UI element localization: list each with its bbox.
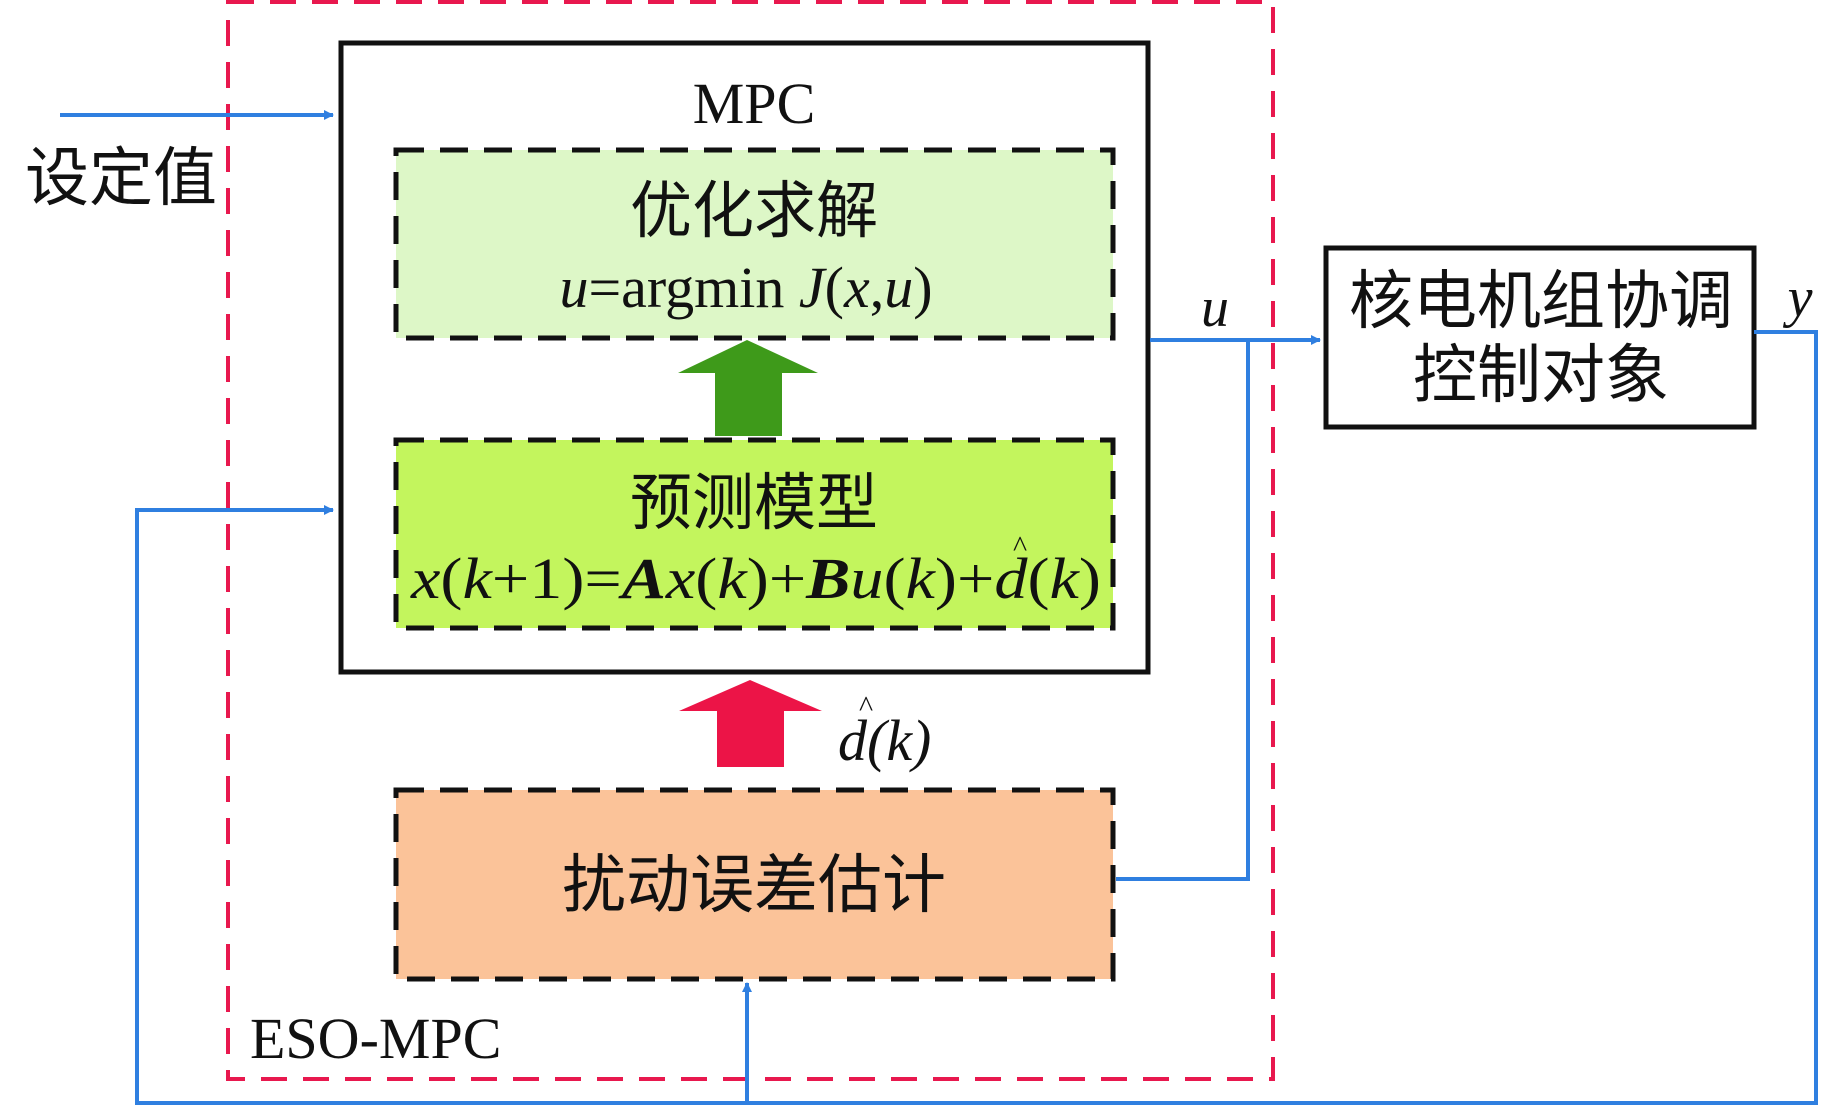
formula-paren: ( xyxy=(825,255,844,320)
formula-x: x xyxy=(410,546,441,611)
u-signal-label: u xyxy=(1201,277,1229,339)
formula-k: k xyxy=(462,546,493,611)
prediction-model-title: 预测模型 xyxy=(630,466,878,539)
formula-comma: , xyxy=(870,255,885,320)
formula-argmin: =argmin xyxy=(588,255,798,320)
formula-paren: ( xyxy=(883,546,905,611)
formula-plus: )+ xyxy=(935,546,994,611)
formula-k: k xyxy=(717,546,748,611)
control-to-estimator-line xyxy=(1116,340,1250,881)
optimization-block[interactable] xyxy=(393,147,1116,341)
formula-d-hat-accent: ^ xyxy=(1013,530,1027,563)
plant-block[interactable] xyxy=(1323,245,1757,430)
formula-paren: ( xyxy=(1027,546,1049,611)
formula-x: x xyxy=(843,255,870,320)
disturbance-estimator-title: 扰动误差估计 xyxy=(562,849,946,923)
formula-k: k xyxy=(1050,546,1081,611)
mpc-label: MPC xyxy=(693,71,816,136)
optimization-title: 优化求解 xyxy=(630,174,878,247)
d-hat-accent: ^ xyxy=(859,690,873,723)
formula-B-matrix: B xyxy=(805,546,850,611)
disturbance-estimator-block[interactable] xyxy=(393,787,1116,982)
formula-d-hat: d xyxy=(994,546,1028,611)
formula-plus-one-equals: +1)= xyxy=(492,546,622,611)
optimization-formula: u=argmin J(x,u) xyxy=(559,255,932,320)
setpoint-label: 设定值 xyxy=(25,142,217,216)
formula-u: u xyxy=(850,546,883,611)
formula-A-matrix: A xyxy=(618,546,666,611)
green-up-arrow-icon xyxy=(678,340,818,436)
formula-x: x xyxy=(665,546,696,611)
formula-paren: ) xyxy=(1079,546,1101,611)
eso-mpc-label: ESO-MPC xyxy=(250,1006,501,1071)
y-signal-label: y xyxy=(1783,267,1813,329)
formula-paren: ( xyxy=(440,546,462,611)
plant-label-line2: 控制对象 xyxy=(1413,339,1669,413)
prediction-model-formula: x(k+1)=Ax(k)+Bu(k)+d(k) xyxy=(410,546,1101,611)
formula-paren: ( xyxy=(695,546,717,611)
prediction-model-block[interactable] xyxy=(393,437,1116,631)
formula-J: J xyxy=(799,255,828,320)
output-feedback-line xyxy=(135,330,1818,1105)
formula-u: u xyxy=(559,255,588,320)
plant-label-line1: 核电机组协调 xyxy=(1349,265,1733,339)
formula-plus: )+ xyxy=(747,546,806,611)
formula-paren: ) xyxy=(913,255,932,320)
eso-mpc-boundary xyxy=(226,0,1275,1081)
red-up-arrow-icon xyxy=(679,680,822,767)
d-hat-signal-label: d(k) xyxy=(838,708,931,773)
formula-u: u xyxy=(884,255,913,320)
formula-k: k xyxy=(906,546,937,611)
